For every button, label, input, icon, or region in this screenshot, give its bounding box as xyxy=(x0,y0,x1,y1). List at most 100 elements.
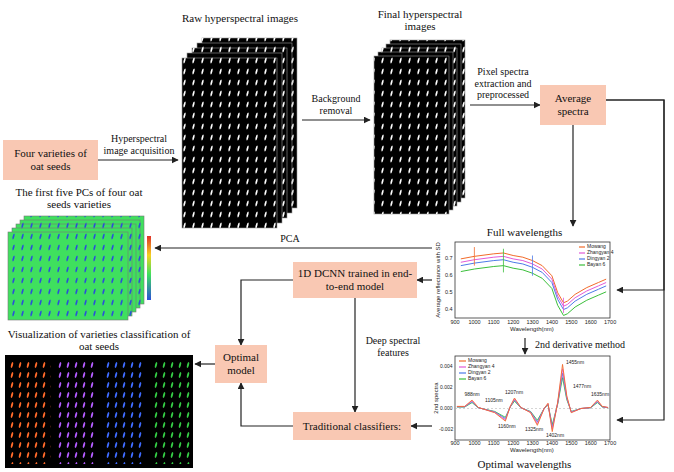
classification-map xyxy=(56,359,98,464)
raw-image-stack xyxy=(182,58,277,228)
peak-label: 1455nm xyxy=(566,360,584,365)
connector-arrow xyxy=(195,363,215,364)
full-spectra-chart xyxy=(455,242,610,318)
tick-label: 1300 xyxy=(527,441,539,447)
process-box: Optimal model xyxy=(215,345,267,383)
tick-label: 1100 xyxy=(488,320,500,326)
connector-arrow xyxy=(606,100,664,290)
figure-title: Optimal wavelengths xyxy=(432,458,617,470)
tick-label: 0.7 xyxy=(445,256,453,262)
process-box: Traditional classifiers: xyxy=(293,412,411,440)
axis-title: Average reflectance with SD xyxy=(435,242,441,318)
peak-label: 1105nm xyxy=(485,398,503,403)
connector-arrow xyxy=(572,125,573,226)
peak-label: 1635nm xyxy=(591,392,609,397)
process-box: Average spectra xyxy=(540,85,606,125)
full-spectra-chart xyxy=(579,246,585,247)
connector-arrow xyxy=(302,119,370,120)
tick-label: 1200 xyxy=(507,320,519,326)
classification-map xyxy=(5,355,193,468)
edge-label: 2nd derivative method xyxy=(530,339,630,351)
legend-label: Zhangyan 4 xyxy=(468,364,494,369)
tick-label: 1300 xyxy=(527,320,539,326)
classification-map xyxy=(150,359,190,464)
pc-image-stack: The first five PCs of four oat seeds var… xyxy=(3,186,155,324)
final-image-stack xyxy=(374,56,449,214)
process-box: Four varieties of oat seeds xyxy=(3,140,98,180)
box-label: Four varieties of oat seeds xyxy=(7,147,94,172)
tick-label: 1700 xyxy=(604,320,616,326)
legend-label: Mowang xyxy=(468,358,487,363)
full-spectra-chart xyxy=(532,256,533,276)
box-label: 1D DCNN trained in end-to-end model xyxy=(297,267,413,292)
box-label: Traditional classifiers: xyxy=(303,420,401,433)
peak-label: 988nm xyxy=(465,392,480,397)
image-stack: Final hyperspectral images xyxy=(370,8,470,216)
tick-label: 1500 xyxy=(565,441,577,447)
tick-label: 1700 xyxy=(604,441,616,447)
edge-label: Background removal xyxy=(304,93,368,116)
full-spectra-chart xyxy=(579,252,585,253)
tick-label: 0.002 xyxy=(440,385,453,390)
connector-arrow xyxy=(524,338,525,354)
figure-title: The first five PCs of four oat seeds var… xyxy=(3,186,155,210)
tick-label: 900 xyxy=(451,320,460,326)
pc-image-stack xyxy=(147,236,151,300)
derivative-spectra-chart xyxy=(459,378,466,379)
raw-image-stack xyxy=(182,58,277,228)
derivative-spectra-chart xyxy=(457,373,608,427)
connector-arrow xyxy=(354,298,355,412)
figure-title: Full wavelengths xyxy=(432,226,617,238)
process-box: 1D DCNN trained in end-to-end model xyxy=(293,262,417,298)
raw-image-stack xyxy=(182,38,297,228)
legend-label: Bayan 6 xyxy=(587,262,605,267)
classification-map: Visualization of varieties classificatio… xyxy=(3,328,195,470)
derivative-spectra-chart xyxy=(459,372,466,373)
derivative-spectra-chart xyxy=(455,356,610,440)
connector-arrow xyxy=(241,383,293,426)
connector-arrow xyxy=(606,100,664,420)
classification-map xyxy=(5,355,193,468)
tick-label: 1600 xyxy=(585,320,597,326)
tick-label: 1000 xyxy=(468,320,480,326)
derivative-spectra-chart xyxy=(459,366,466,367)
pc-image-stack xyxy=(8,232,128,320)
full-spectra-chart xyxy=(503,249,504,273)
tick-label: 0.5 xyxy=(445,290,453,296)
figure-title: Final hyperspectral images xyxy=(370,8,470,32)
connector-arrow xyxy=(411,425,432,426)
figure-title: Raw hyperspectral images xyxy=(178,12,302,24)
peak-label: 1160nm xyxy=(498,424,516,429)
tick-label: 1200 xyxy=(507,441,519,447)
legend-label: Zhangyan 4 xyxy=(587,250,613,255)
tick-label: 1400 xyxy=(546,441,558,447)
peak-label: 1402nm xyxy=(546,433,564,438)
tick-label: -0.002 xyxy=(439,427,453,432)
full-spectra-chart xyxy=(461,256,606,306)
connector-arrow xyxy=(155,247,432,248)
tick-label: 0.6 xyxy=(445,273,453,279)
box-label: Average spectra xyxy=(544,92,602,117)
classification-map xyxy=(9,359,51,464)
derivative-spectra-chart xyxy=(457,364,608,431)
classification-map xyxy=(103,359,145,464)
final-image-stack xyxy=(374,56,449,214)
legend-label: Dingyan 2 xyxy=(587,256,610,261)
tick-label: 1500 xyxy=(565,320,577,326)
tick-label: 0.4 xyxy=(445,307,453,313)
derivative-spectra-chart xyxy=(457,378,608,425)
derivative-spectra-chart xyxy=(459,360,466,361)
derivative-spectra-chart xyxy=(457,364,608,431)
connector-arrow xyxy=(241,280,293,345)
tick-label: 1000 xyxy=(468,441,480,447)
pc-image-stack xyxy=(8,232,128,320)
derivative-spectra-chart xyxy=(455,356,610,440)
connector-arrow xyxy=(470,104,540,105)
axis-title: 2nd spectra xyxy=(432,382,438,413)
tick-label: 900 xyxy=(451,441,460,447)
legend-label: Dingyan 2 xyxy=(468,370,491,375)
peak-label: 1477nm xyxy=(573,384,591,389)
